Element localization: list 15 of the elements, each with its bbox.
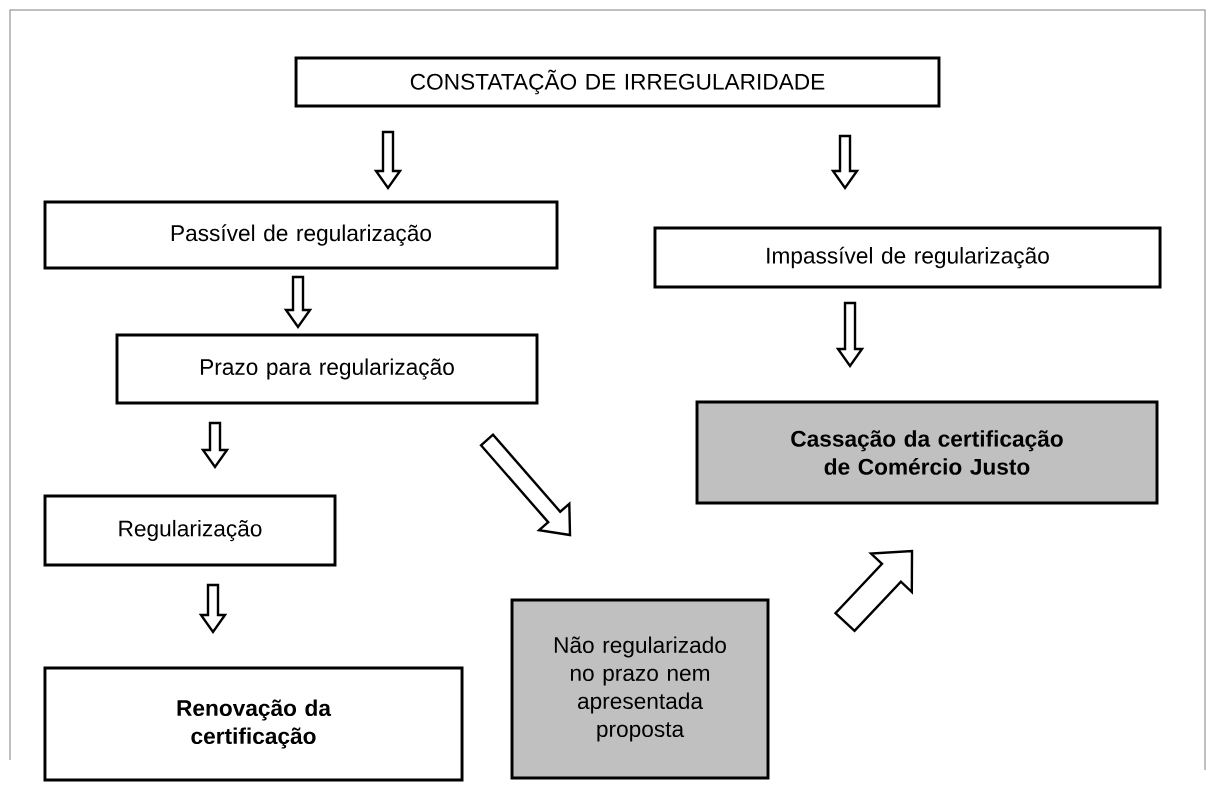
result-box: Não regularizado no prazo nem apresentada proposta: [510, 598, 770, 780]
process-box: CONSTATAÇÃO DE IRREGULARIDADE: [294, 56, 941, 108]
block-arrow: [283, 275, 313, 330]
process-box: Impassível de regularização: [653, 226, 1162, 289]
block-arrow: [200, 421, 230, 470]
block-arrow: [830, 134, 860, 191]
process-box: Passível de regularização: [43, 200, 559, 270]
process-box: Renovação da certificação: [43, 666, 464, 782]
process-box: Regularização: [43, 494, 337, 567]
process-box: Prazo para regularização: [115, 333, 539, 405]
block-arrow: [479, 433, 572, 537]
block-arrow: [373, 130, 403, 191]
block-arrow: [198, 583, 228, 635]
result-box: Cassação da certificação de Comércio Justo: [695, 400, 1159, 505]
block-arrow: [835, 301, 865, 369]
